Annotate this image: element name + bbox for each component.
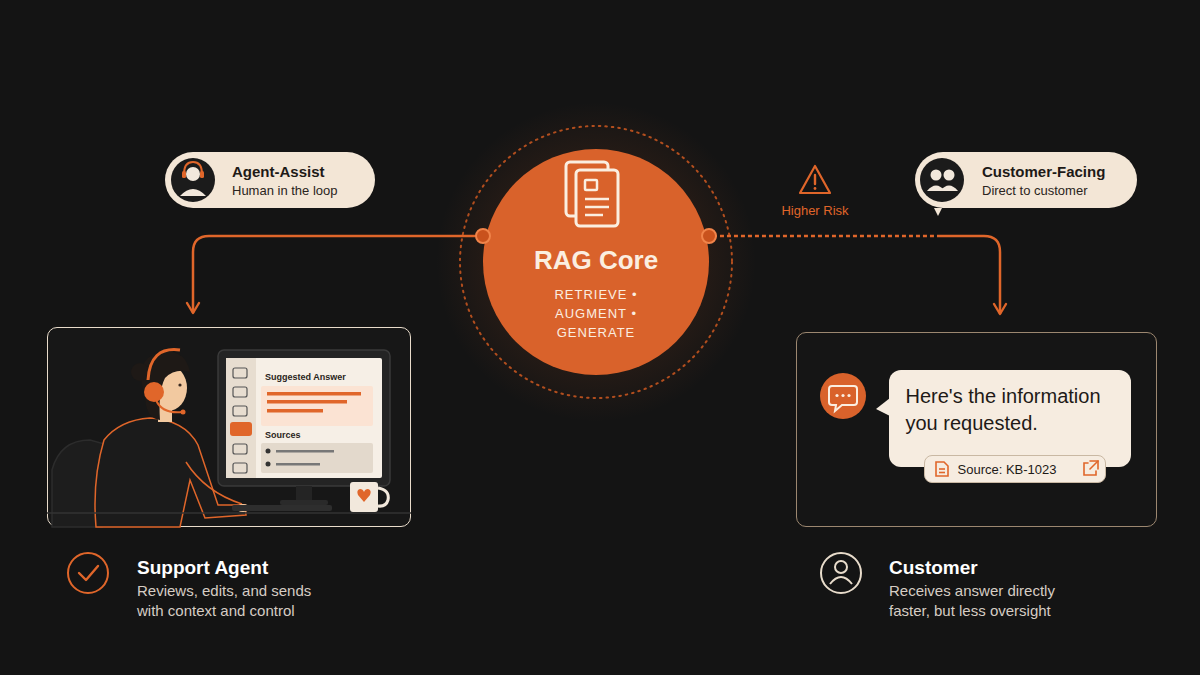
node-title: Customer (889, 556, 1149, 579)
customer-icon (821, 553, 861, 593)
node-body: Human in the loop (232, 183, 372, 199)
dotted-ring (460, 126, 732, 398)
doc-mini-icon (936, 462, 948, 476)
customers-icon (920, 158, 964, 202)
circle-fill (483, 149, 709, 375)
core-circle: RAG CoreRETRIEVE • AUGMENT • GENERATE (483, 149, 709, 375)
mode-pill: Customer-FacingDirect to customer (915, 152, 1137, 208)
document-icon (566, 162, 618, 226)
port-dot (702, 229, 716, 243)
edge-label: Higher Risk (760, 203, 870, 218)
chat-bubble: Here's the information you requested.Sou… (889, 370, 1131, 467)
bubble-tail (876, 398, 890, 416)
node-body: Receives answer directly faster, but les… (889, 581, 1089, 621)
mode-pill: Agent-AssistHuman in the loop (165, 152, 375, 208)
check-icon (68, 553, 108, 593)
node-title: Customer-Facing (982, 163, 1132, 181)
node-title: Source: KB-1023 (958, 462, 1098, 478)
flow-connector (193, 236, 486, 313)
warning-icon (800, 166, 830, 193)
chat-icon (820, 373, 866, 419)
agent-icon (171, 158, 215, 202)
port-dot (476, 229, 490, 243)
customer-panel: CustomerReceives answer directly faster,… (796, 332, 1157, 527)
pill-pointer (934, 208, 942, 216)
node-body: Direct to customer (982, 183, 1132, 199)
external-link-icon (1084, 461, 1098, 475)
node-body: Reviews, edits, and sends with context a… (137, 581, 337, 621)
agent-panel: Support AgentReviews, edits, and sends w… (47, 327, 411, 527)
node-body: RETRIEVE • AUGMENT • GENERATE (519, 285, 673, 342)
source-chip: Source: KB-1023 (924, 455, 1106, 483)
agent-illustration (47, 350, 411, 527)
node-title: Support Agent (137, 556, 397, 579)
flow-connector (706, 236, 1000, 314)
node-title: Agent-Assist (232, 163, 372, 181)
node-title: RAG Core (483, 245, 709, 276)
core-glow (436, 102, 756, 422)
node-title: Here's the information you requested. (906, 383, 1121, 437)
